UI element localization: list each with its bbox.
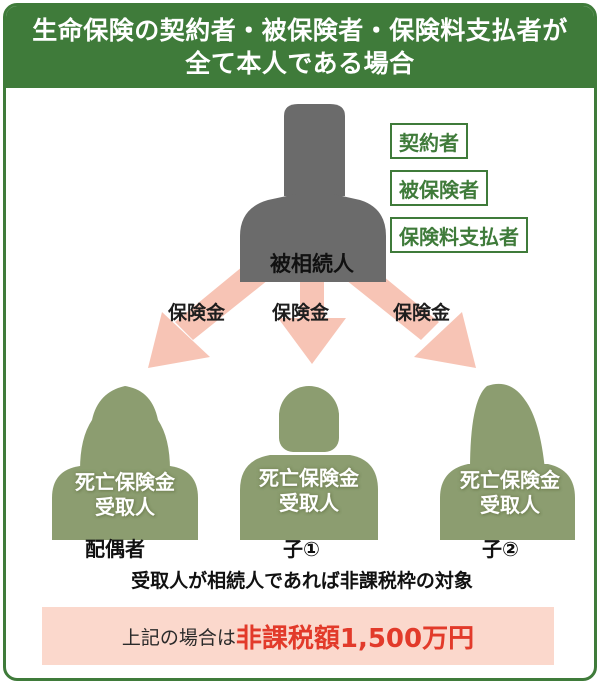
header-banner: 生命保険の契約者・被保険者・保険料支払者が 全て本人である場合 <box>6 6 594 88</box>
header-line-1: 生命保険の契約者・被保険者・保険料支払者が <box>32 16 568 45</box>
role-insured-box: 被保険者 <box>390 170 488 206</box>
arrow-label-spouse: 保険金 <box>168 302 226 324</box>
relation-child-1: 子① <box>283 537 320 561</box>
beneficiary-3-line1: 死亡保険金 <box>460 468 560 492</box>
arrow-label-child-1: 保険金 <box>272 302 330 324</box>
summary-prefix: 上記の場合は <box>121 626 236 649</box>
header-line-2: 全て本人である場合 <box>185 49 415 78</box>
role-premium-payer-box: 保険料支払者 <box>390 217 528 253</box>
decedent-figure <box>240 104 386 282</box>
arrow-label-child-2: 保険金 <box>393 302 451 324</box>
beneficiary-3-label: 死亡保険金 受取人 <box>440 468 580 518</box>
beneficiary-2-line1: 死亡保険金 <box>259 466 359 490</box>
beneficiary-2-label: 死亡保険金 受取人 <box>239 466 379 516</box>
child-2-figure <box>440 383 575 540</box>
beneficiary-1-line2: 受取人 <box>95 495 155 519</box>
summary-box: 上記の場合は 非課税額1,500万円 <box>42 607 554 665</box>
beneficiary-1-label: 死亡保険金 受取人 <box>55 470 195 520</box>
relation-spouse: 配偶者 <box>85 537 145 561</box>
relation-child-2: 子② <box>482 537 519 561</box>
beneficiary-1-line1: 死亡保険金 <box>75 470 175 494</box>
child-1-figure <box>240 386 378 540</box>
role-contractor-box: 契約者 <box>390 123 468 159</box>
beneficiary-2-line2: 受取人 <box>279 491 339 515</box>
summary-highlight: 非課税額1,500万円 <box>235 623 475 654</box>
decedent-label: 被相続人 <box>270 252 354 276</box>
spouse-figure <box>52 386 198 540</box>
beneficiary-3-line2: 受取人 <box>480 493 540 517</box>
tax-exemption-note: 受取人が相続人であれば非課税枠の対象 <box>131 570 473 592</box>
